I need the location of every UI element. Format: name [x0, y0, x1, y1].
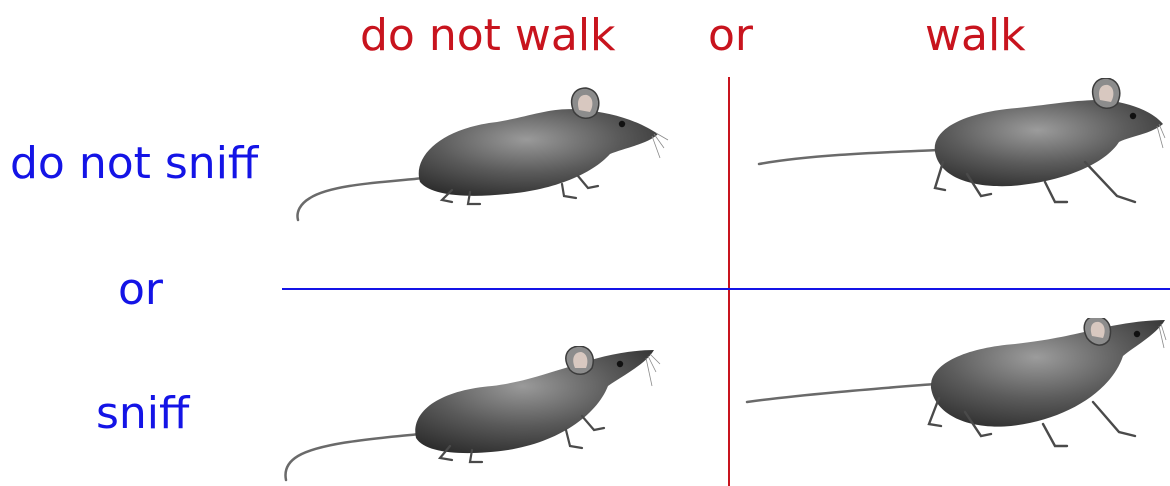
column-label-walk: walk [925, 10, 1026, 61]
mouse-walking-head-raised-icon [745, 318, 1167, 468]
mouse-walking-head-level-icon [755, 78, 1167, 218]
column-label-do-not-walk: do not walk [360, 10, 616, 61]
row-label-sniff: sniff [96, 388, 190, 439]
horizontal-divider [282, 288, 1170, 290]
mouse-standing-head-level-icon [292, 86, 672, 226]
row-label-do-not-sniff: do not sniff [10, 138, 259, 189]
row-separator-label: or [118, 264, 164, 315]
vertical-divider [728, 77, 730, 486]
column-separator-label: or [708, 10, 754, 61]
mouse-standing-head-raised-icon [282, 346, 662, 486]
